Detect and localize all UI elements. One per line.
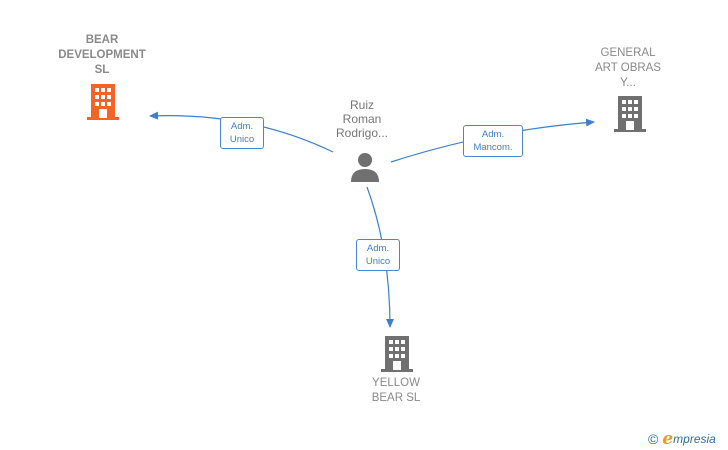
edge-label-adm-unico-yellow: Adm. Unico [356,239,400,271]
company-label-yellow-bear[interactable]: YELLOW BEAR SL [371,377,421,404]
copyright-symbol: © [648,431,659,447]
logo-initial: e [662,429,674,449]
edge-label-adm-mancom-general: Adm. Mancom. [463,125,523,157]
person-label-ruiz-roman[interactable]: Ruiz Roman Rodrigo... [335,98,389,140]
logo-wordmark: mpresia [673,432,716,446]
edge-label-adm-unico-bear: Adm. Unico [220,117,264,149]
building-icon[interactable] [381,336,413,372]
company-label-bear-development[interactable]: BEAR DEVELOPMENT SL [58,34,146,76]
building-icon[interactable] [87,84,119,120]
empresia-logo: © e mpresia [648,429,716,449]
company-label-general-art-obras[interactable]: GENERAL ART OBRAS Y... [594,47,662,89]
person-icon[interactable] [349,151,381,183]
building-icon[interactable] [614,96,646,132]
